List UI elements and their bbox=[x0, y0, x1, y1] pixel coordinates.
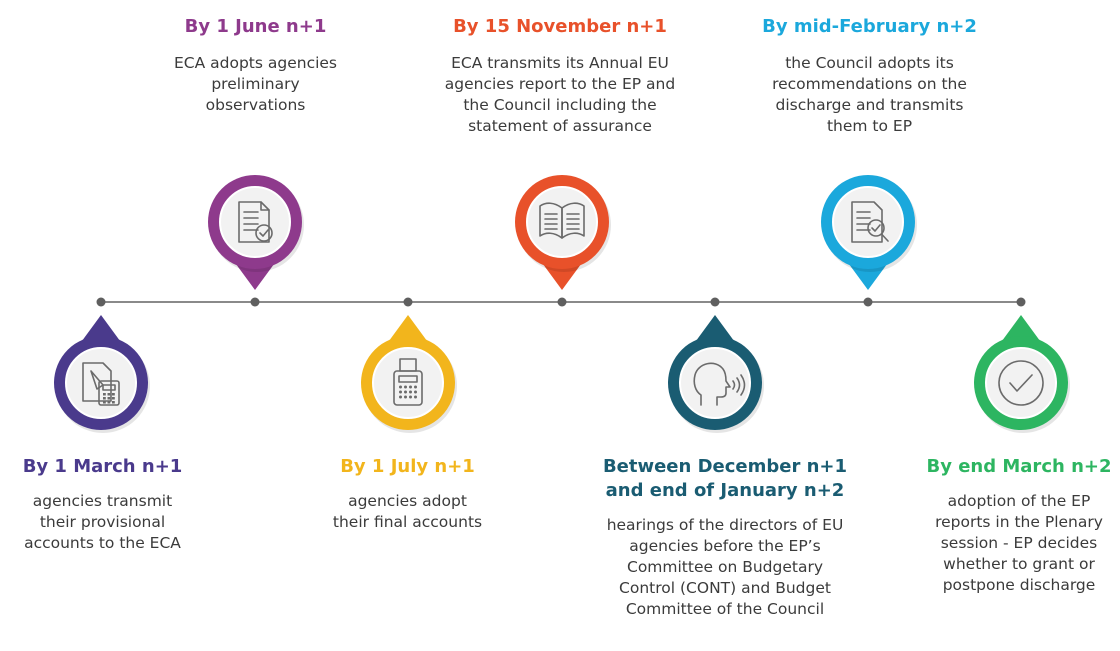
milestone-title: By 15 November n+1 bbox=[453, 16, 667, 37]
open-book-icon bbox=[539, 202, 585, 239]
milestone-title: By end March n+2 bbox=[926, 456, 1112, 477]
timeline-dot bbox=[250, 297, 260, 307]
timeline-dot bbox=[1016, 297, 1026, 307]
milestone-label-1-july: By 1 July n+1 agencies adopt their final… bbox=[310, 455, 505, 533]
milestone-label-december-january: Between December n+1 and end of January … bbox=[575, 455, 875, 620]
adding-machine-icon bbox=[393, 358, 423, 406]
timeline-dot bbox=[557, 297, 567, 307]
milestone-title: By 1 June n+1 bbox=[184, 16, 327, 37]
document-check-icon bbox=[238, 201, 273, 243]
milestone-marker bbox=[668, 315, 764, 433]
calculator-document-icon bbox=[82, 362, 120, 406]
timeline-dot bbox=[710, 297, 720, 307]
milestone-label-1-june: By 1 June n+1 ECA adopts agencies prelim… bbox=[158, 15, 353, 116]
milestone-description: the Council adopts its recommendations o… bbox=[772, 54, 967, 135]
marker-disk bbox=[219, 186, 291, 258]
milestone-marker bbox=[361, 315, 457, 433]
milestone-label-15-november: By 15 November n+1 ECA transmits its Ann… bbox=[425, 15, 695, 137]
milestone-description: agencies transmit their provisional acco… bbox=[24, 492, 181, 552]
speaking-head-icon bbox=[693, 362, 746, 406]
document-magnifier-icon bbox=[851, 201, 889, 243]
milestone-label-mid-february: By mid-February n+2 the Council adopts i… bbox=[752, 15, 987, 137]
milestone-title: By mid-February n+2 bbox=[762, 16, 977, 37]
milestone-marker bbox=[974, 315, 1070, 433]
milestone-title: Between December n+1 and end of January … bbox=[602, 456, 848, 501]
milestone-marker bbox=[54, 315, 150, 433]
milestone-title: By 1 March n+1 bbox=[22, 456, 183, 477]
milestone-marker bbox=[208, 175, 304, 290]
milestone-label-end-march: By end March n+2 adoption of the EP repo… bbox=[918, 455, 1120, 596]
milestone-marker bbox=[515, 175, 611, 290]
marker-disk bbox=[832, 186, 904, 258]
milestone-description: ECA adopts agencies preliminary observat… bbox=[173, 54, 338, 114]
milestone-description: adoption of the EP reports in the Plenar… bbox=[935, 492, 1103, 594]
checkmark-icon bbox=[998, 360, 1044, 406]
timeline-dot bbox=[96, 297, 106, 307]
marker-disk bbox=[679, 347, 751, 419]
marker-disk bbox=[372, 347, 444, 419]
milestone-label-1-march: By 1 March n+1 agencies transmit their p… bbox=[5, 455, 200, 554]
marker-disk bbox=[985, 347, 1057, 419]
milestone-description: hearings of the directors of EU agencies… bbox=[606, 516, 844, 618]
milestone-title: By 1 July n+1 bbox=[340, 456, 475, 477]
timeline-dot bbox=[863, 297, 873, 307]
milestone-description: ECA transmits its Annual EU agencies rep… bbox=[444, 54, 676, 135]
milestone-description: agencies adopt their final accounts bbox=[332, 492, 483, 531]
milestone-marker bbox=[821, 175, 917, 290]
timeline-dot bbox=[403, 297, 413, 307]
